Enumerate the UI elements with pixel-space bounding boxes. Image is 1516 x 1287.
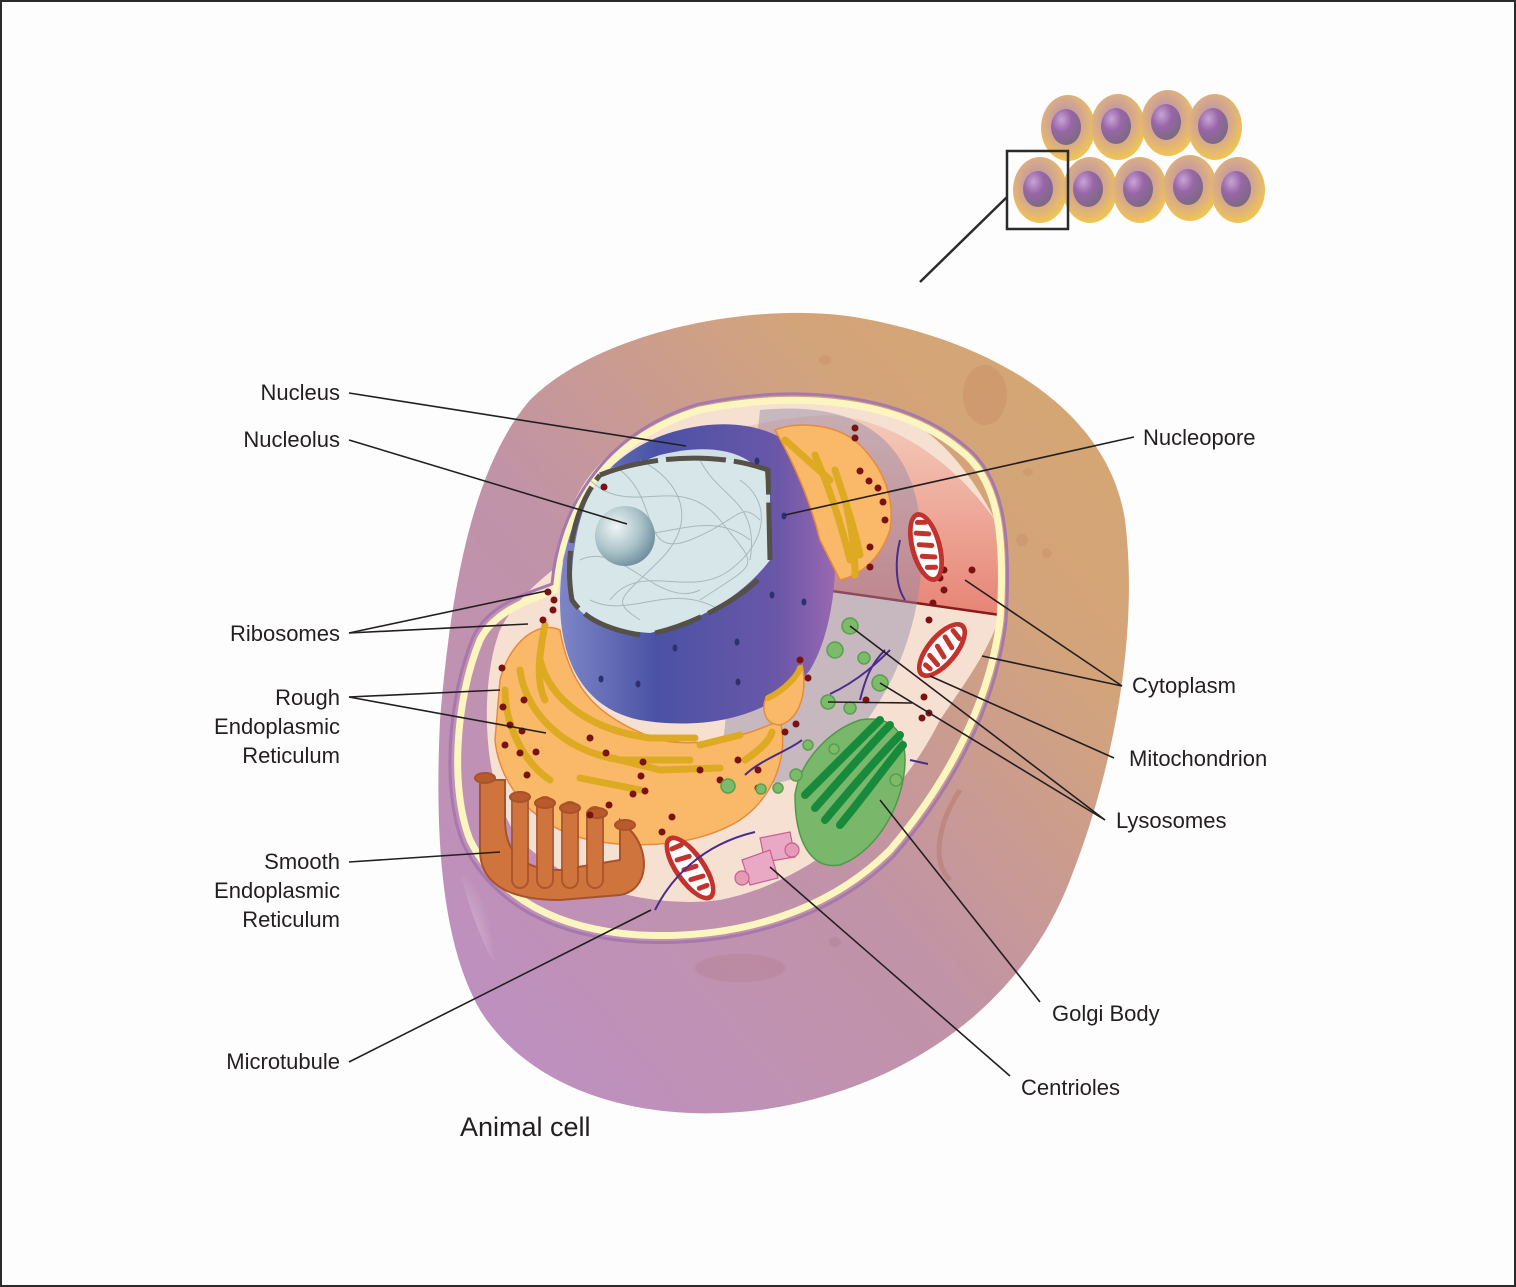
ribosome-dot — [550, 596, 558, 604]
microtubules — [654, 539, 929, 911]
ribosome-dot — [866, 543, 874, 551]
label-smooth-er: Smooth Endoplasmic Reticulum — [214, 849, 340, 932]
ribosome-dot — [879, 498, 887, 506]
ribosome-dot — [516, 749, 524, 757]
ribosome-dot — [734, 756, 742, 764]
ribosome-dot — [639, 758, 647, 766]
ribosome-dot — [539, 616, 547, 624]
ribosome-dot — [605, 801, 613, 809]
label-centrioles: Centrioles — [1021, 1075, 1121, 1100]
tissue-cell-nucleus — [1123, 171, 1153, 207]
chromatin — [579, 459, 762, 621]
label-rough-er: Rough Endoplasmic Reticulum — [214, 685, 340, 768]
label-cytoplasm: Cytoplasm — [1132, 673, 1236, 698]
centrioles — [734, 831, 800, 886]
label-ribosomes: Ribosomes — [229, 621, 340, 646]
tissue-cell-nucleus — [1051, 109, 1081, 145]
ribosome-dot — [586, 734, 594, 742]
ribosome-dot — [925, 616, 933, 624]
ribosome-dot — [881, 516, 889, 524]
rough-er-lower — [494, 621, 805, 846]
ribosome-dot — [499, 703, 507, 711]
tissue-cell-nucleus — [1073, 171, 1103, 207]
ribosome-dot — [865, 477, 873, 485]
mitochondrion-right — [916, 621, 968, 679]
nucleolus — [595, 506, 655, 566]
ribosome-dot — [754, 766, 762, 774]
ribosome-dot — [940, 586, 948, 594]
label-golgi-body: Golgi Body — [1052, 1001, 1160, 1026]
ribosome-dot — [544, 588, 552, 596]
cell-membrane — [454, 396, 1006, 940]
ribosome-dot — [851, 424, 859, 432]
tissue-cell-nucleus — [1173, 169, 1203, 205]
ribosome-dot — [602, 749, 610, 757]
ribosome-dot — [658, 828, 666, 836]
nucleus — [560, 424, 836, 724]
ribosome-dot — [804, 674, 812, 682]
ribosome-dot — [968, 566, 976, 574]
ribosome-dot — [520, 696, 528, 704]
label-mitochondrion: Mitochondrion — [1129, 746, 1268, 771]
ribosome-dot — [781, 728, 789, 736]
ribosome-dot — [637, 772, 645, 780]
ribosome-dot — [851, 434, 859, 442]
tissue-cells-group — [1013, 90, 1265, 223]
tissue-cell-nucleus — [1151, 104, 1181, 140]
ribosome-dot — [696, 766, 704, 774]
tissue-cell-nucleus — [1221, 171, 1251, 207]
label-nucleolus: Nucleolus — [243, 427, 340, 452]
ribosome-dot — [874, 484, 882, 492]
tissue-cell-nucleus — [1198, 108, 1228, 144]
tissue-cell-nucleus — [1101, 108, 1131, 144]
ribosome-dot — [501, 741, 509, 749]
ribosome-dot — [629, 790, 637, 798]
ribosome-dot — [866, 563, 874, 571]
label-nucleopore: Nucleopore — [1143, 425, 1256, 450]
figure-title: Animal cell — [460, 1112, 591, 1142]
rough-er-upper — [773, 424, 892, 581]
label-lysosomes: Lysosomes — [1116, 808, 1227, 833]
ribosome-dot — [498, 664, 506, 672]
ribosome-dot — [549, 606, 557, 614]
mitochondrion-upper — [907, 511, 945, 583]
label-nucleus: Nucleus — [260, 380, 340, 405]
ribosome-dot — [929, 599, 937, 607]
ribosome-dot — [532, 748, 540, 756]
leader-lines — [348, 392, 1135, 1077]
ribosomes — [498, 424, 976, 836]
ribosome-dot — [668, 813, 676, 821]
mitochondrion-lower — [664, 835, 716, 901]
ribosome-dot — [918, 714, 926, 722]
ribosome-dot — [523, 771, 531, 779]
smooth-er — [474, 772, 645, 902]
ribosome-dot — [641, 787, 649, 795]
golgi-body — [794, 716, 907, 867]
label-microtubule: Microtubule — [226, 1049, 340, 1074]
ribosome-dot — [586, 811, 594, 819]
ribosome-dot — [796, 656, 804, 664]
zoom-connector-line — [919, 196, 1008, 283]
surface-blob — [963, 365, 1007, 425]
ribosome-dot — [792, 720, 800, 728]
zoom-box — [1005, 149, 1070, 231]
tissue-cell-nucleus — [1023, 171, 1053, 207]
ribosome-dot — [600, 483, 608, 491]
ribosome-dot — [920, 693, 928, 701]
ribosome-dot — [856, 467, 864, 475]
